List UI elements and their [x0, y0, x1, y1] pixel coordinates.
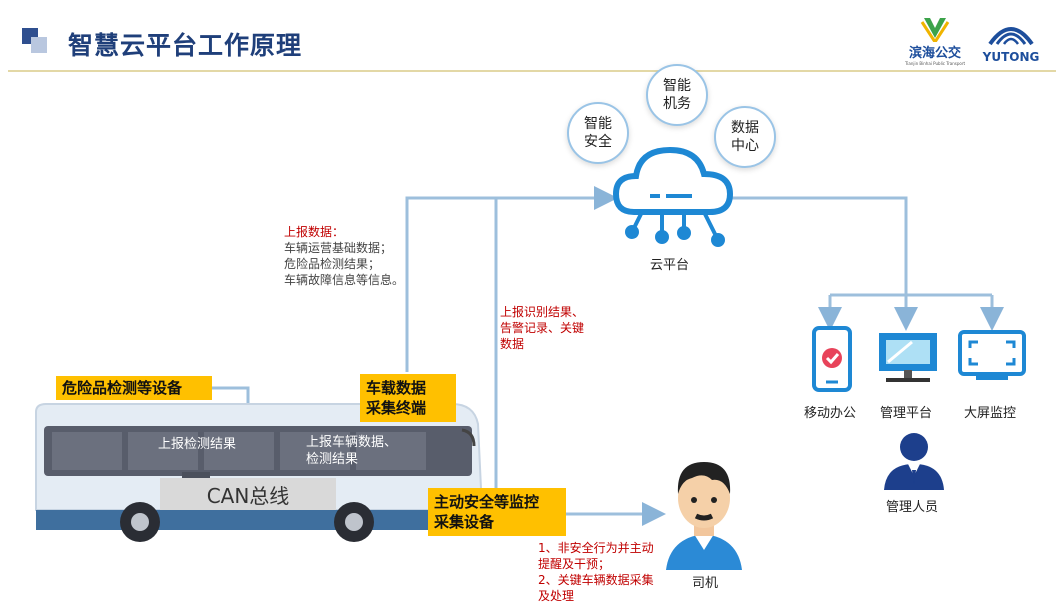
hazard-detection-device-box: 危险品检测等设备 — [56, 376, 212, 400]
header-divider — [8, 70, 1056, 72]
driver-note-line: 2、关键车辆数据采集 — [538, 573, 654, 587]
report-data-line: 车辆故障信息等信息。 — [284, 273, 405, 287]
active-safety-device-box: 主动安全等监控 采集设备 — [428, 488, 566, 536]
driver-avatar-icon — [666, 462, 742, 570]
report-recognition-line: 告警记录、关键 — [500, 321, 585, 335]
report-data-line: 车辆运营基础数据； — [284, 241, 393, 255]
page-title: 智慧云平台工作原理 — [68, 31, 303, 60]
cloud-icon — [612, 146, 734, 247]
yutong-logo: YUTONG — [978, 18, 1044, 64]
yutong-logo-text: YUTONG — [982, 50, 1040, 64]
driver-note-line: 及处理 — [538, 589, 575, 603]
bus-label-report-detection: 上报检测结果 — [158, 437, 237, 452]
cloud-platform-label: 云平台 — [650, 258, 690, 273]
report-data-line: 危险品检测结果； — [284, 257, 381, 271]
title-square-icon — [22, 28, 47, 53]
report-data-heading: 上报数据： — [284, 225, 345, 239]
driver-label: 司机 — [692, 576, 719, 591]
report-recognition-line: 数据 — [500, 337, 525, 351]
bubble-smart-safety: 智能 安全 — [567, 102, 629, 164]
yutong-arc-icon — [988, 27, 1034, 46]
manager-label: 管理人员 — [886, 500, 939, 515]
management-platform-icon — [879, 333, 937, 382]
report-recognition-note: 上报识别结果、 告警记录、关键 数据 — [500, 304, 584, 352]
bubble-smart-maintenance: 智能 机务 — [646, 64, 708, 126]
binhai-logo-subtext: Tianjin Binhai Public Transport — [904, 61, 966, 66]
bus-label-report-vehicle: 上报车辆数据、 检测结果 — [306, 435, 398, 467]
bubble-data-center: 数据 中心 — [714, 106, 776, 168]
bus-illustration — [35, 403, 484, 542]
can-bus-box: CAN总线 — [160, 478, 336, 510]
driver-note-line: 提醒及干预； — [538, 557, 611, 571]
big-screen-icon — [958, 330, 1026, 380]
driver-note-line: 1、非安全行为并主动 — [538, 541, 654, 555]
big-screen-monitoring-label: 大屏监控 — [964, 406, 1017, 421]
report-recognition-line: 上报识别结果、 — [500, 305, 585, 319]
binhai-logo: 滨海公交 Tianjin Binhai Public Transport — [902, 16, 968, 66]
mobile-phone-icon — [812, 326, 852, 392]
mobile-office-label: 移动办公 — [804, 406, 857, 421]
report-data-note: 上报数据： 车辆运营基础数据； 危险品检测结果； 车辆故障信息等信息。 — [284, 224, 404, 288]
onboard-terminal-box: 车载数据 采集终端 — [360, 374, 456, 422]
manager-person-icon — [884, 433, 944, 490]
management-platform-label: 管理平台 — [880, 406, 933, 421]
driver-notes: 1、非安全行为并主动 提醒及干预； 2、关键车辆数据采集 及处理 — [538, 540, 654, 604]
binhai-logo-text: 滨海公交 — [908, 46, 961, 61]
